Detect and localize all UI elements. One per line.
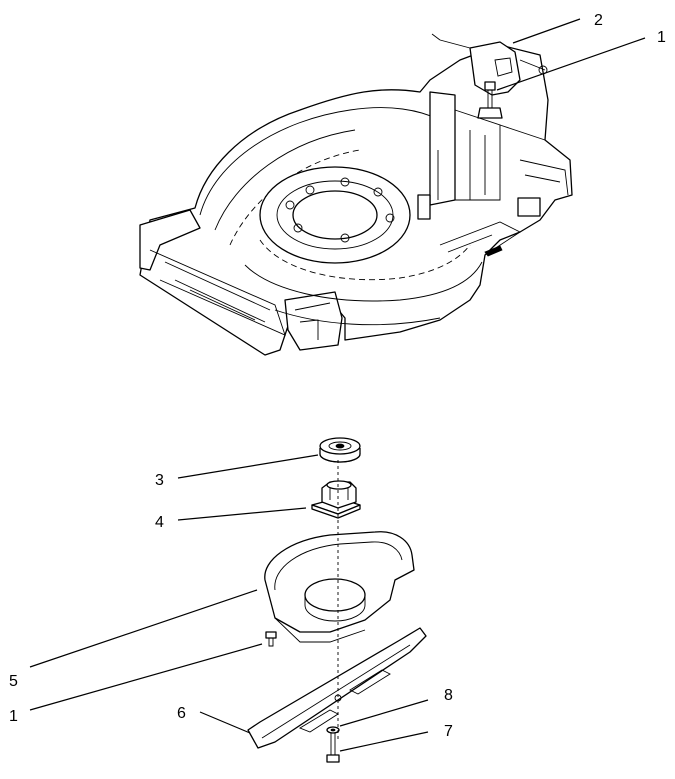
callout-1-bottom: 1 xyxy=(9,708,18,725)
blade-bolt-part xyxy=(326,733,340,763)
leader-callout-3 xyxy=(177,454,319,479)
leader-callout-5 xyxy=(29,589,258,668)
callout-4: 4 xyxy=(155,514,164,531)
blade-part xyxy=(247,627,427,749)
washer-part xyxy=(326,726,340,734)
leader-callout-6 xyxy=(199,711,251,734)
leader-callout-2-top xyxy=(512,18,581,44)
blade-adapter-part xyxy=(311,480,361,519)
callout-1-top: 1 xyxy=(657,29,666,46)
callout-7: 7 xyxy=(444,723,453,740)
bolt-part xyxy=(265,631,277,647)
leader-callout-8 xyxy=(339,699,429,727)
bearing-part xyxy=(319,437,361,463)
leader-callout-4 xyxy=(177,507,307,521)
callout-5: 5 xyxy=(9,673,18,690)
callout-6: 6 xyxy=(177,705,186,722)
leader-callout-7 xyxy=(339,731,429,752)
callout-2-top: 2 xyxy=(594,12,603,29)
leader-callout-1-top xyxy=(496,37,646,91)
callout-3: 3 xyxy=(155,472,164,489)
baffle-part xyxy=(264,531,415,643)
callout-8: 8 xyxy=(444,687,453,704)
mower-deck-housing xyxy=(139,33,573,356)
leader-callout-1-bottom xyxy=(29,643,263,711)
